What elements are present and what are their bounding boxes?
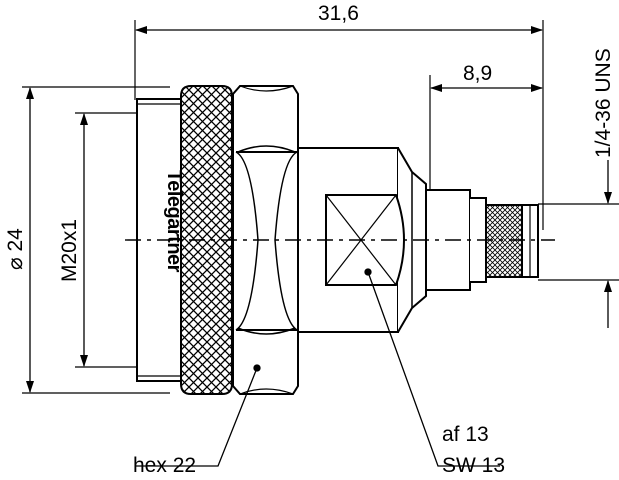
label-hex: hex 22 <box>133 454 196 477</box>
label-af: af 13 <box>442 423 489 446</box>
leader-lines <box>135 268 500 467</box>
threaded-pin <box>485 204 523 278</box>
extension-lines <box>22 20 619 394</box>
dimension-lines <box>26 26 612 393</box>
dim-m20-text: M20x1 <box>58 219 81 282</box>
brand-logo: Telegärtner <box>163 170 185 273</box>
leader-hex <box>135 367 258 467</box>
dim-uns-text: 1/4-36 UNS <box>592 48 615 158</box>
leader-flats <box>367 271 500 467</box>
dim-overall-text: 31,6 <box>318 2 359 25</box>
label-sw: SW 13 <box>442 454 505 477</box>
dim-diameter-text: ⌀ 24 <box>4 228 27 270</box>
dim-pin-text: 8,9 <box>463 62 492 85</box>
